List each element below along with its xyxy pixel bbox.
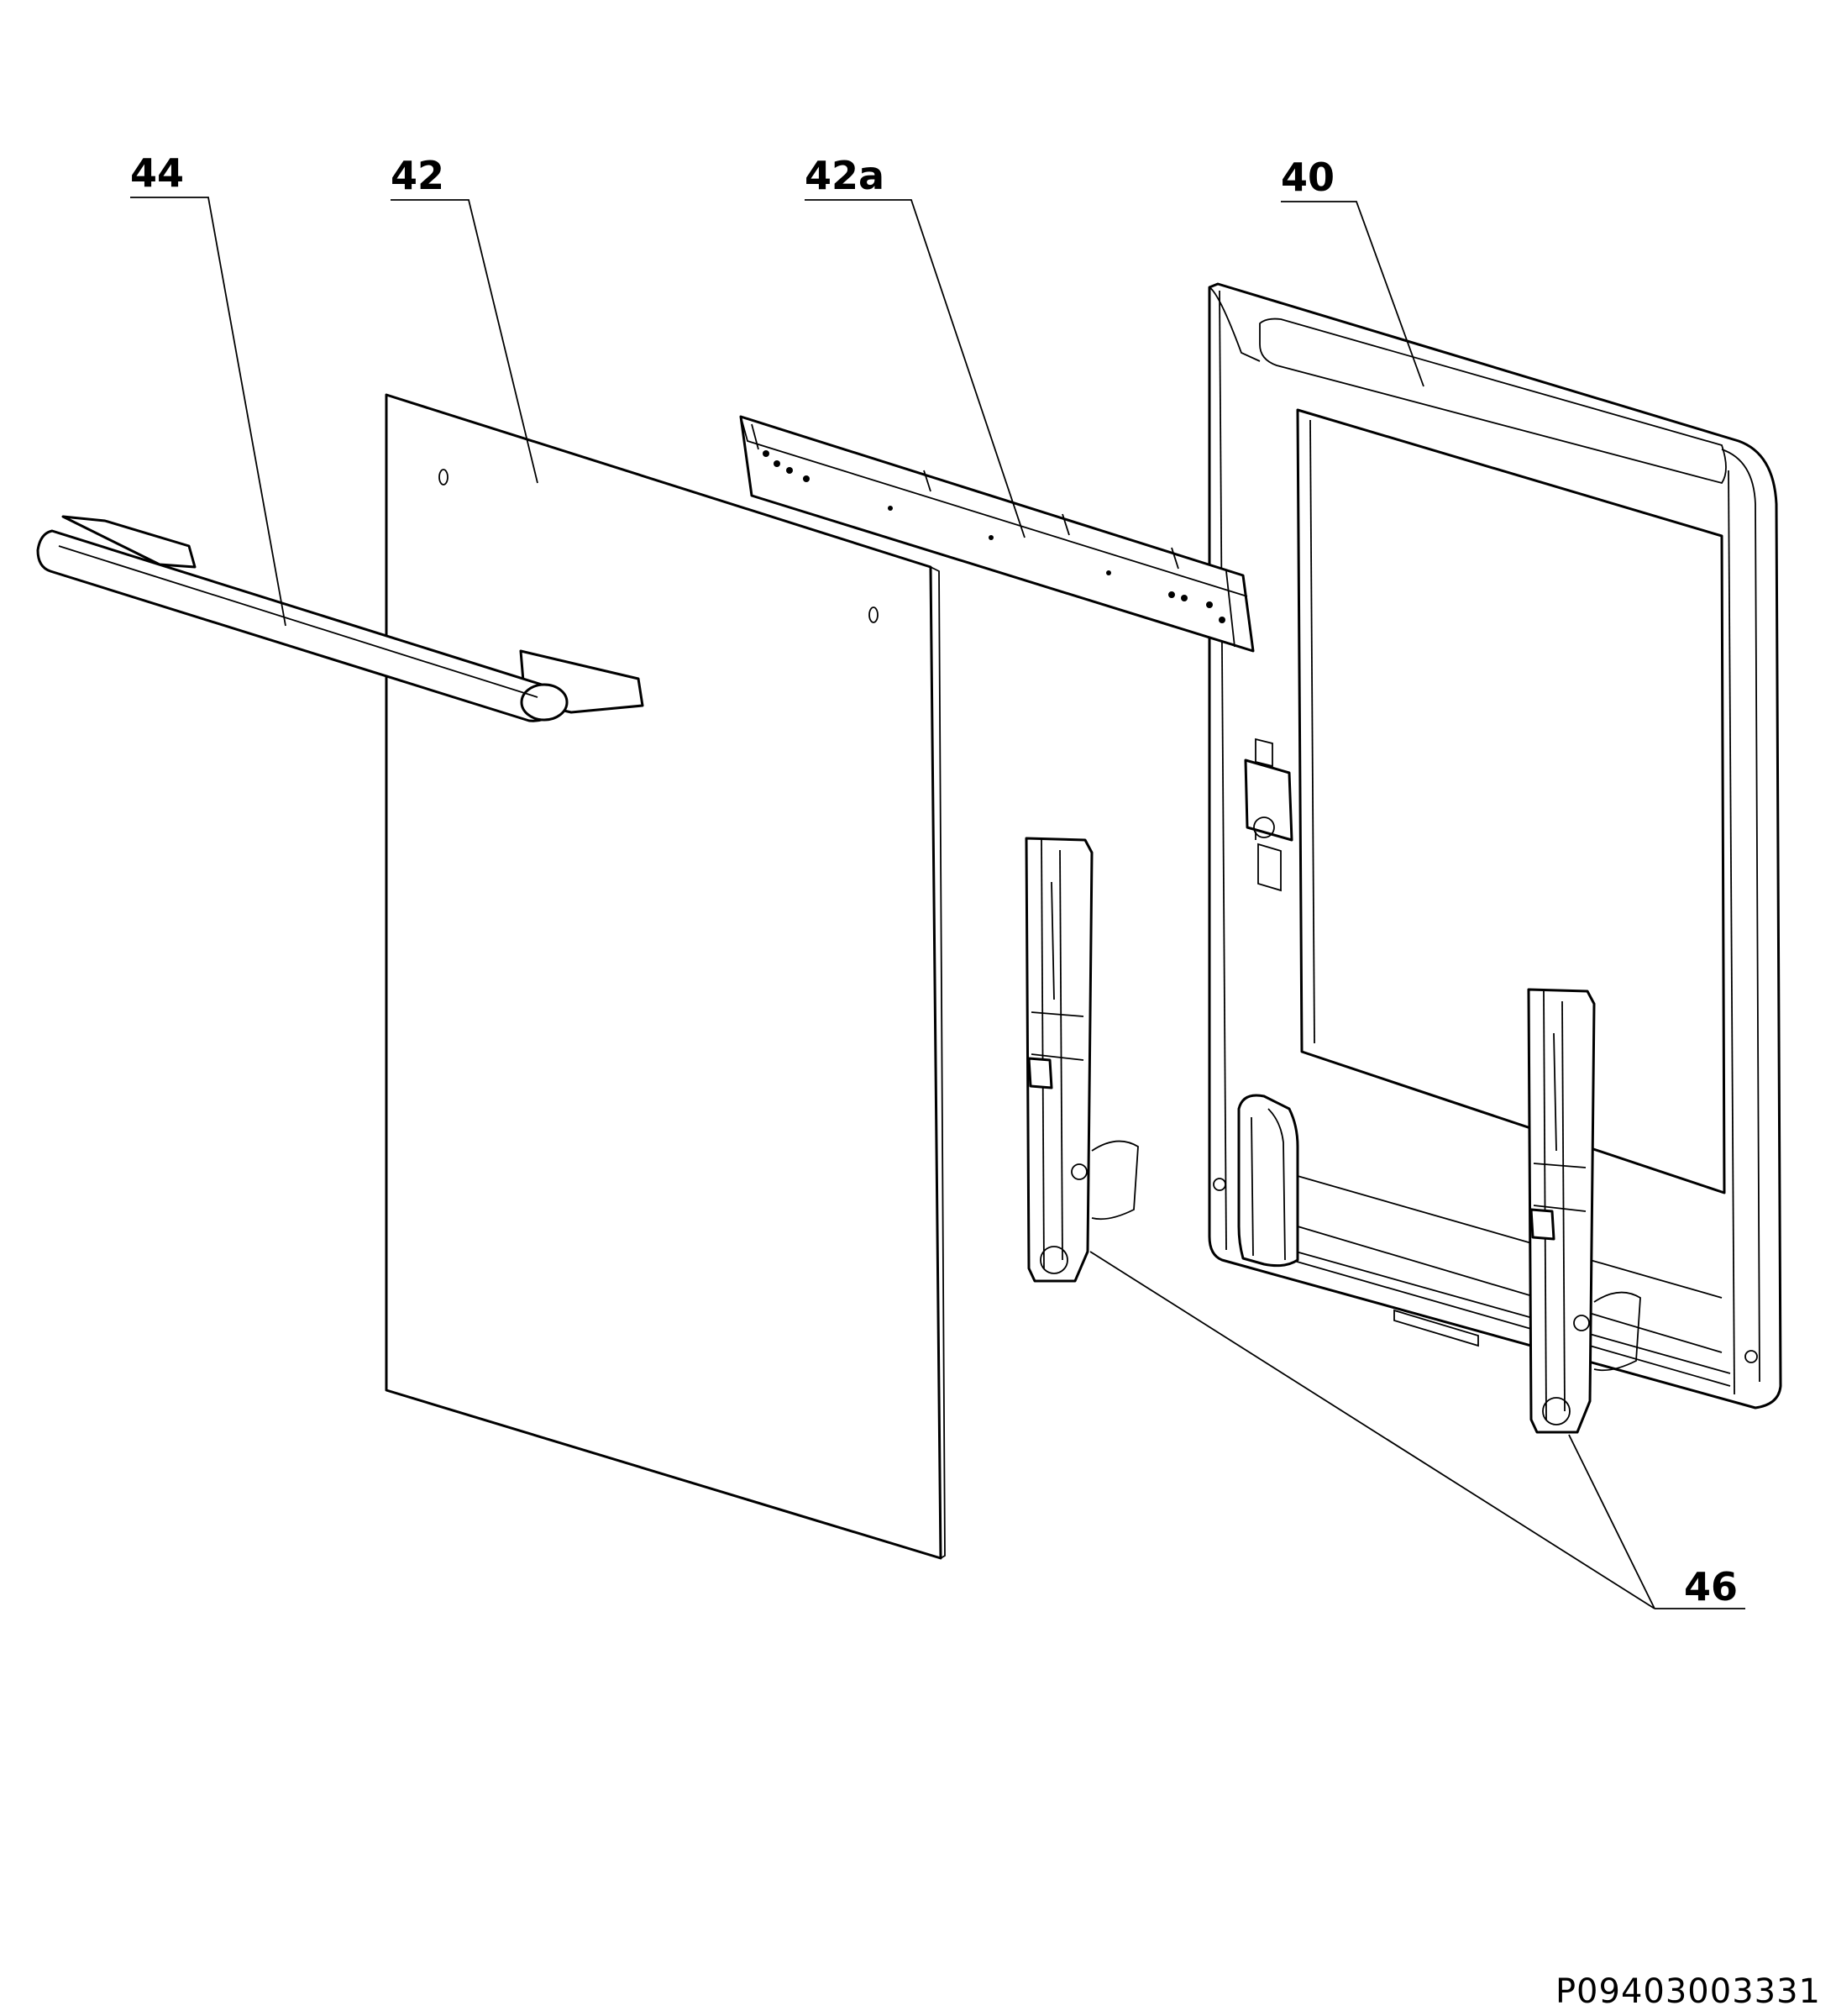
outer-glass-panel xyxy=(385,393,946,1560)
callout-42a: 42a xyxy=(805,153,1026,538)
callout-44-label: 44 xyxy=(130,150,184,196)
callout-42a-label: 42a xyxy=(805,153,884,198)
hinge-right xyxy=(1527,988,1641,1434)
hinge-left xyxy=(1025,837,1139,1283)
document-id: P09403003331 xyxy=(1555,1972,1821,2011)
inner-door-frame xyxy=(1208,282,1782,1410)
callout-46: 46 xyxy=(1089,1251,1745,1609)
callout-42-label: 42 xyxy=(391,153,444,198)
callout-40-label: 40 xyxy=(1281,155,1335,200)
callout-42: 42 xyxy=(391,153,538,484)
top-trim-strip xyxy=(739,415,1255,653)
callout-44: 44 xyxy=(130,150,286,627)
callout-46-label: 46 xyxy=(1684,1564,1738,1609)
callout-40: 40 xyxy=(1281,155,1424,387)
door-handle xyxy=(36,515,644,722)
